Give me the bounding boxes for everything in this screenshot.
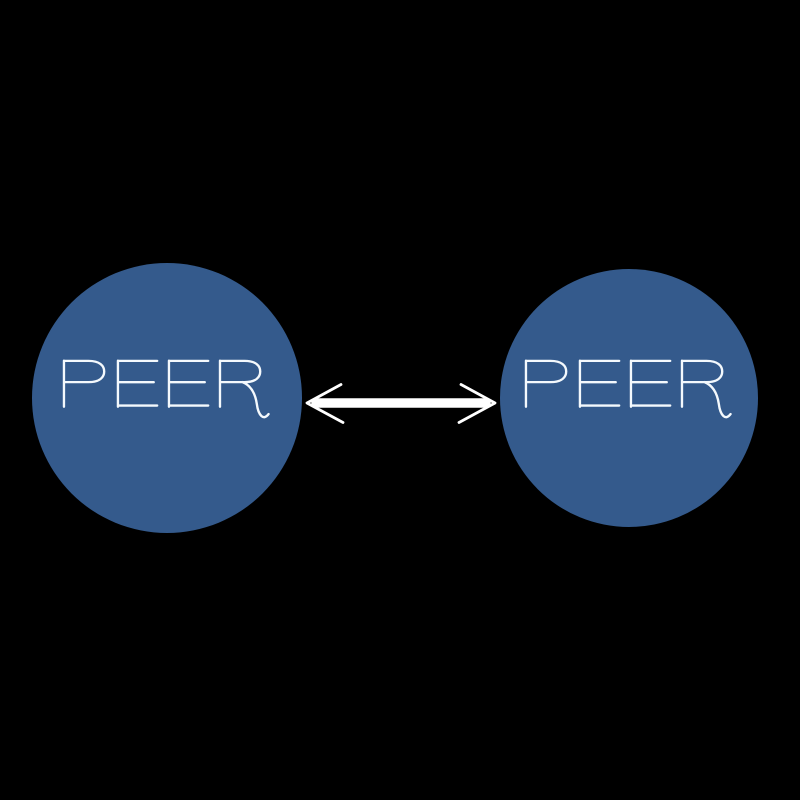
- peer-left-label: [62, 359, 272, 429]
- double-arrow-icon: [305, 383, 497, 424]
- peer-right-label-glyphs: [524, 359, 732, 419]
- letter-E-1: [116, 359, 159, 408]
- peer-connector: [300, 375, 500, 431]
- letter-E-1: [578, 359, 621, 408]
- letter-E-2: [629, 359, 672, 408]
- arrow-head-left: [305, 383, 345, 424]
- peer-node-right: PEER: [500, 269, 758, 527]
- letter-P: [62, 359, 106, 408]
- peer-left-label-text: PEER: [32, 263, 33, 264]
- letter-P: [524, 359, 568, 408]
- peer-left-label-glyphs: [62, 359, 270, 419]
- letter-R: [680, 359, 732, 419]
- peer-node-left: PEER: [32, 263, 302, 533]
- peer-right-label-text: PEER: [500, 269, 501, 270]
- letter-E-2: [167, 359, 210, 408]
- letter-R: [218, 359, 270, 419]
- arrow-head-right: [457, 383, 497, 424]
- peer-right-label: [524, 359, 734, 429]
